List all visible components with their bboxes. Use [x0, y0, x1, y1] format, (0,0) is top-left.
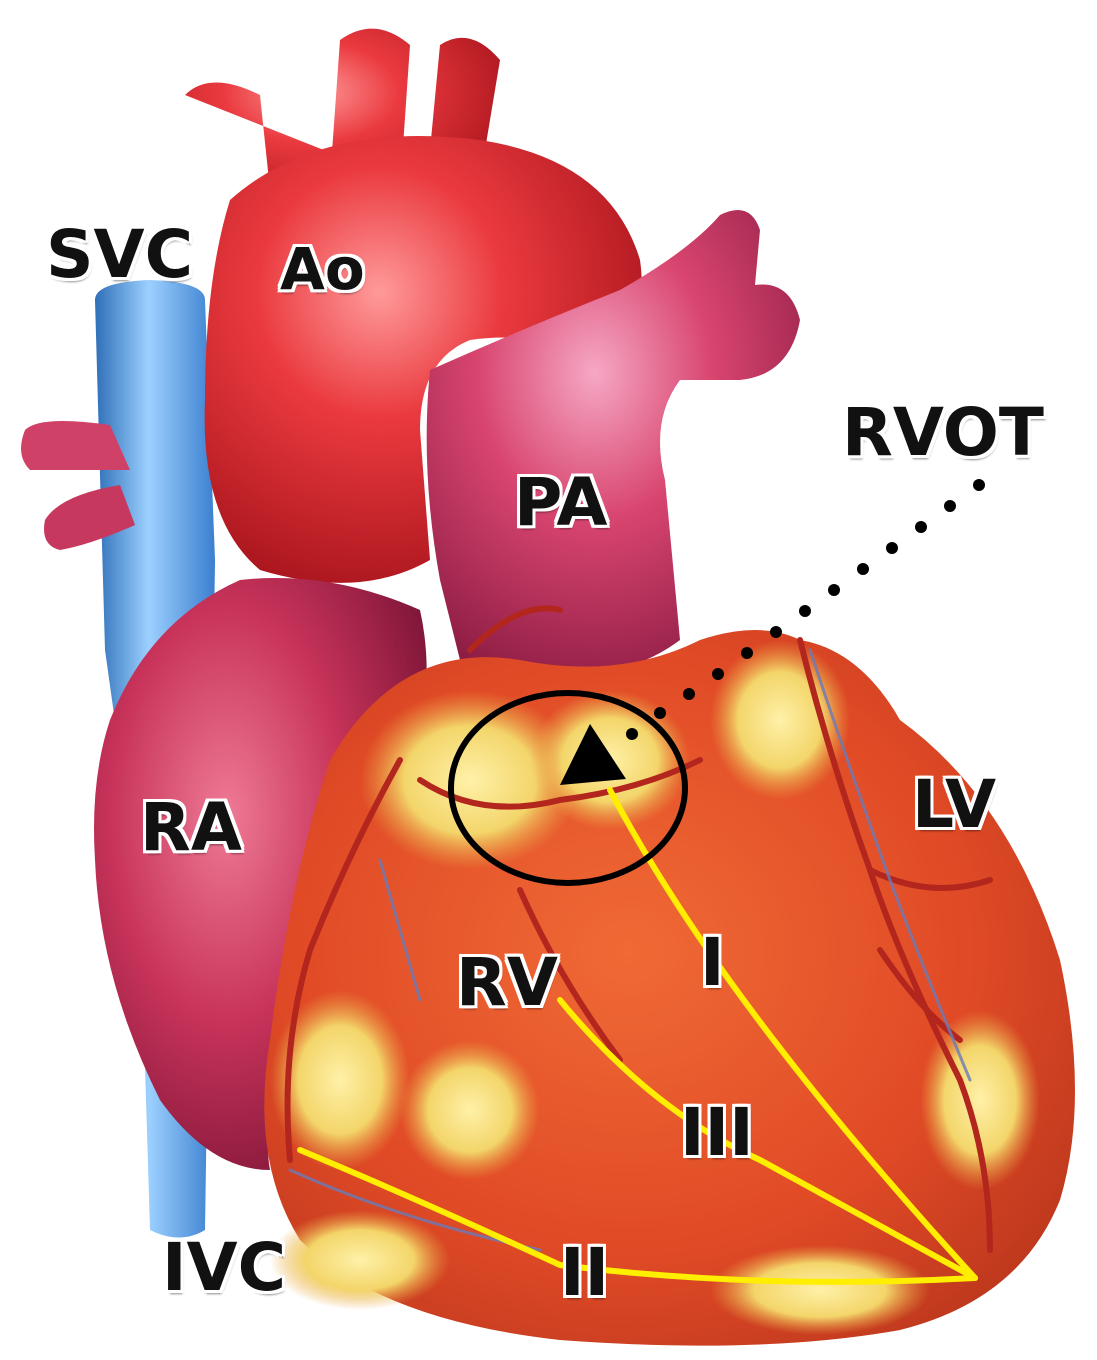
label-svc: SVC — [46, 222, 193, 288]
fat-patch — [270, 1210, 450, 1310]
fat-patch — [400, 1040, 540, 1180]
fat-patch — [710, 640, 850, 800]
label-rv: RV — [456, 950, 558, 1016]
label-lead-i: I — [700, 930, 725, 996]
label-lead-ii: II — [560, 1240, 609, 1306]
label-lead-iii: III — [680, 1100, 754, 1166]
label-ivc: IVC — [162, 1235, 286, 1301]
label-pa: PA — [514, 470, 607, 536]
label-rvot: RVOT — [842, 400, 1044, 466]
label-ao: Ao — [280, 240, 365, 298]
label-ra: RA — [140, 795, 242, 861]
fat-patch — [710, 1245, 930, 1335]
label-lv: LV — [912, 772, 996, 838]
